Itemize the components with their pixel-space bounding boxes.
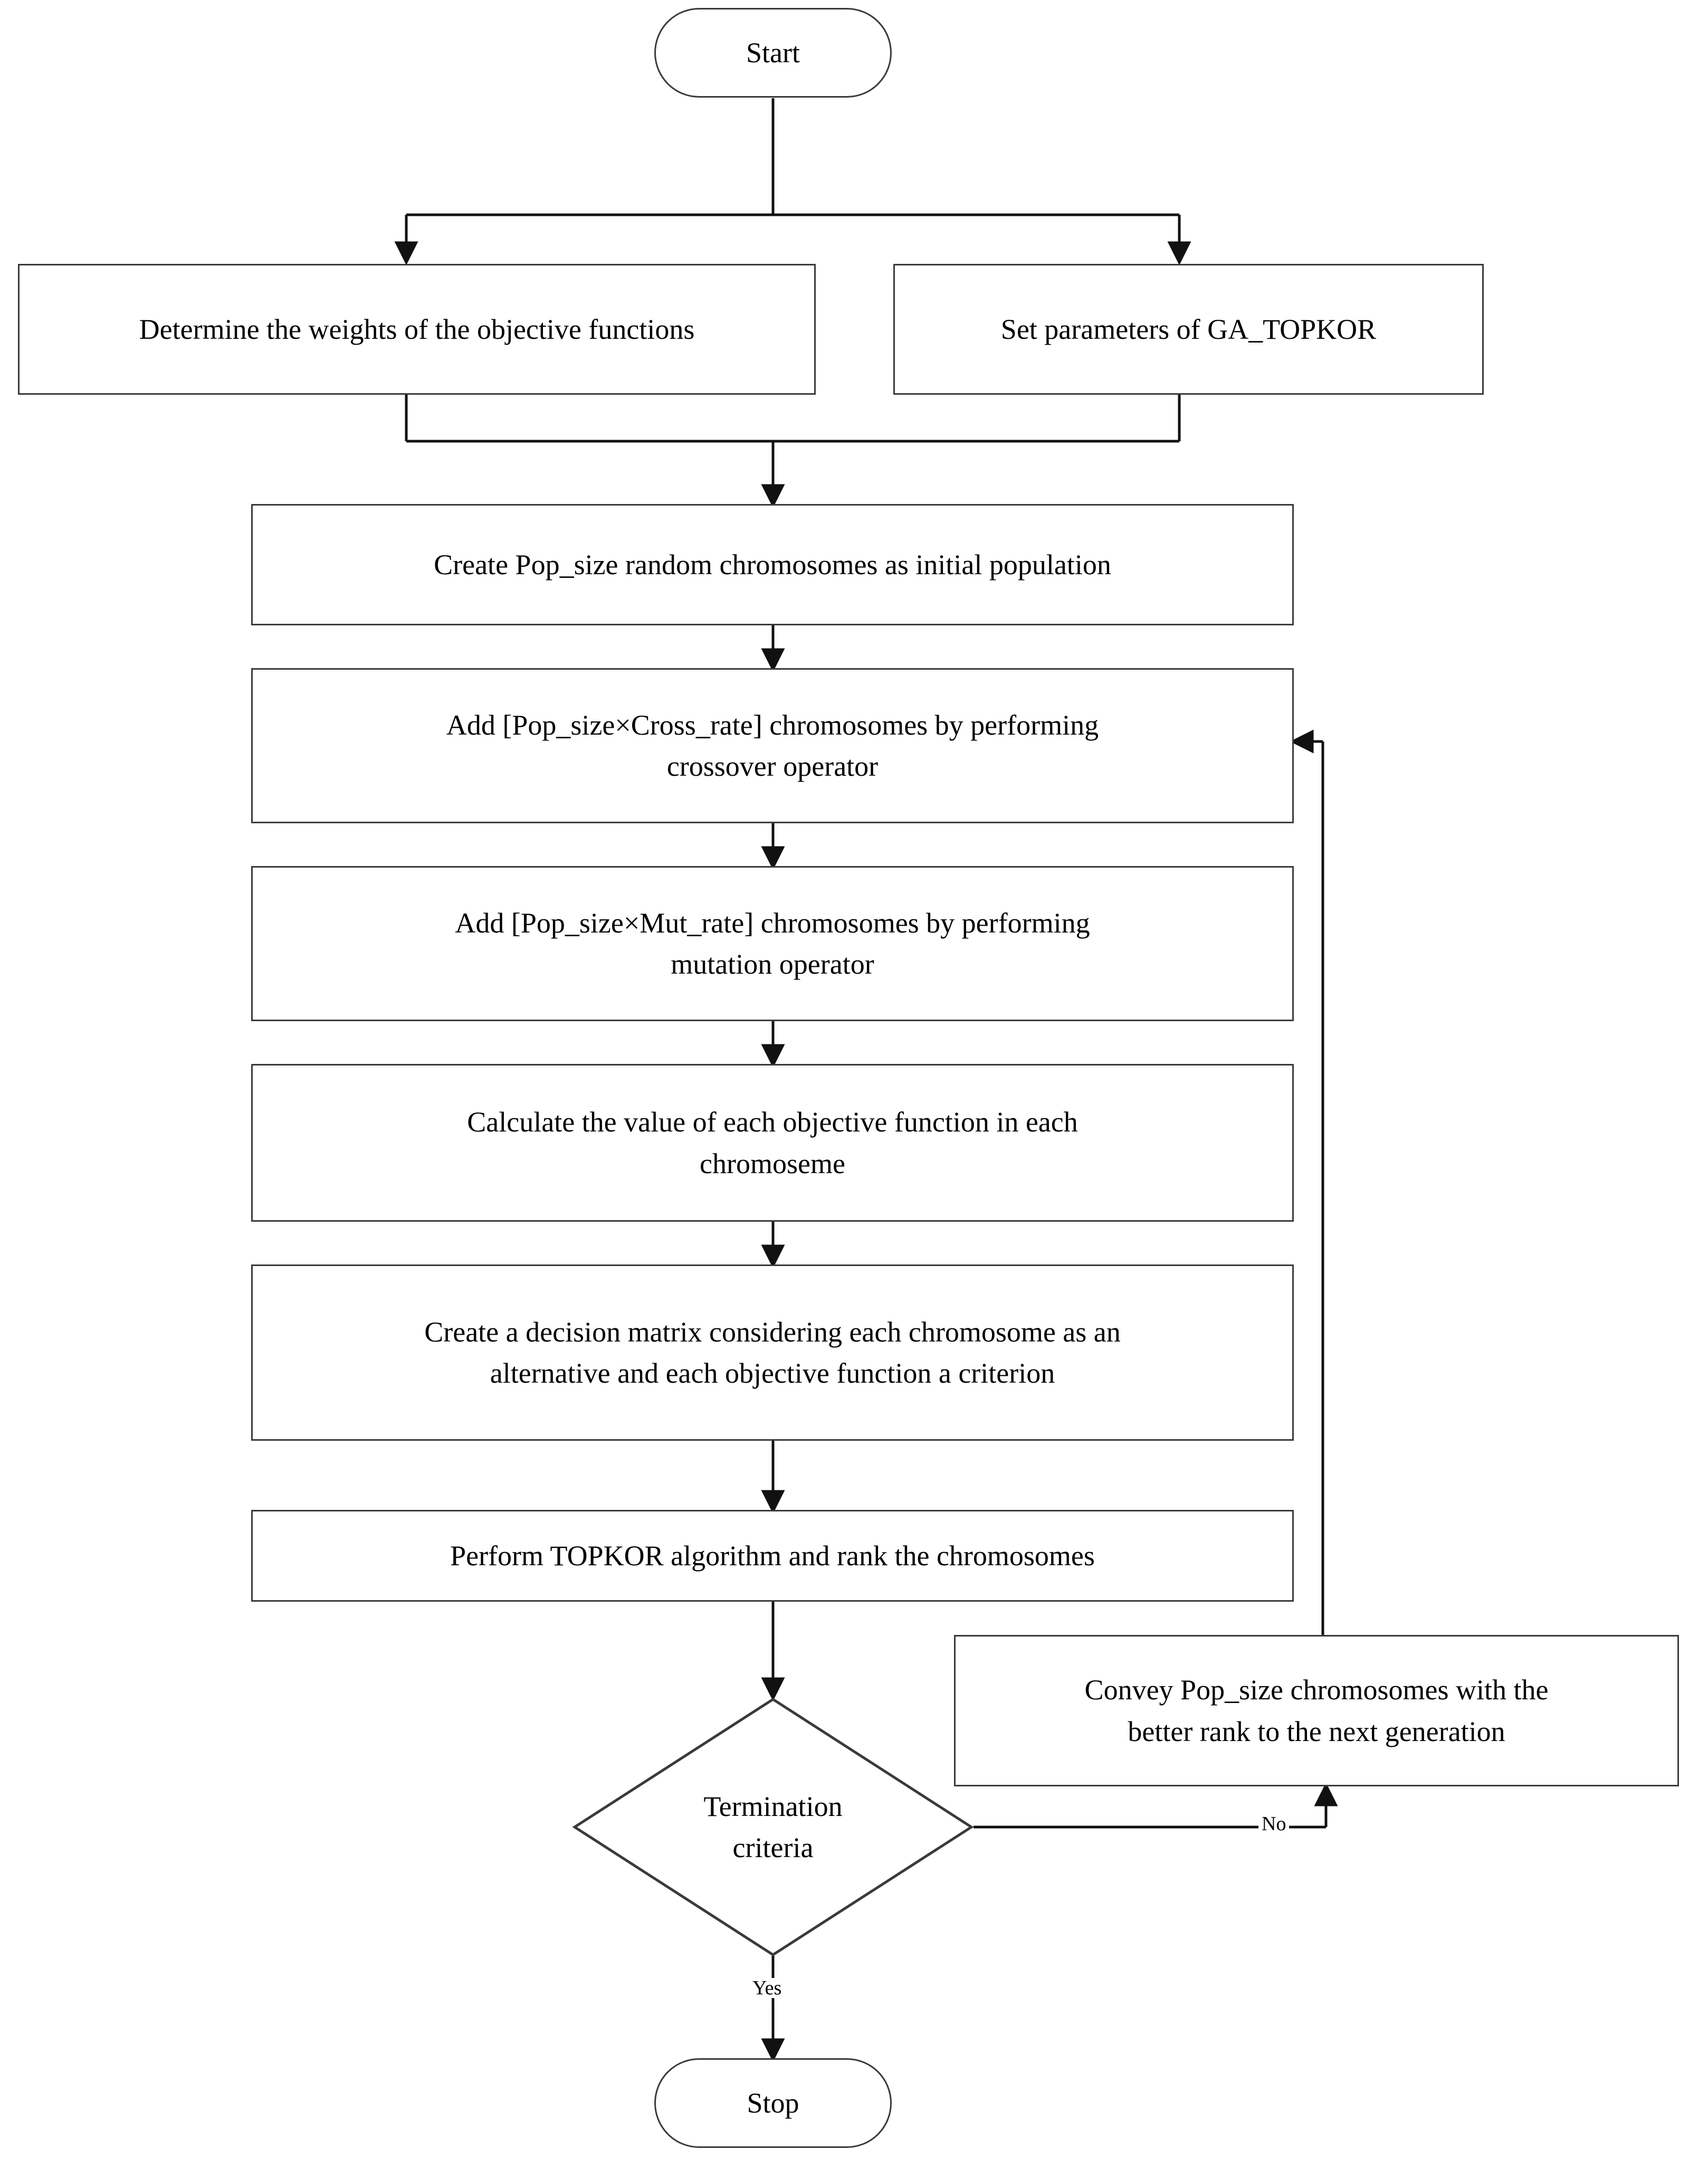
node-calculate-objectives[interactable]: Calculate the value of each objective fu…	[251, 1064, 1294, 1222]
node-crossover-label: Add [Pop_size×Cross_rate] chromosomes by…	[446, 709, 1099, 782]
node-start-label: Start	[746, 36, 800, 69]
node-crossover[interactable]: Add [Pop_size×Cross_rate] chromosomes by…	[251, 668, 1294, 823]
node-mutation-label: Add [Pop_size×Mut_rate] chromosomes by p…	[455, 907, 1090, 980]
node-decision-matrix[interactable]: Create a decision matrix considering eac…	[251, 1264, 1294, 1441]
node-stop[interactable]: Stop	[654, 2058, 892, 2148]
edge-label-no: No	[1258, 1814, 1290, 1834]
node-convey[interactable]: Convey Pop_size chromosomes with the bet…	[954, 1635, 1679, 1786]
node-stop-label: Stop	[747, 2087, 799, 2119]
node-create-population-label: Create Pop_size random chromosomes as in…	[434, 548, 1111, 581]
node-decision-matrix-label: Create a decision matrix considering eac…	[424, 1316, 1121, 1389]
node-termination-criteria-label: Termination criteria	[703, 1790, 843, 1863]
node-start[interactable]: Start	[654, 8, 892, 98]
node-termination-criteria[interactable]: Termination criteria	[572, 1697, 974, 1957]
node-set-parameters[interactable]: Set parameters of GA_TOPKOR	[893, 264, 1484, 395]
node-set-parameters-label: Set parameters of GA_TOPKOR	[1000, 313, 1377, 345]
diamond-shape	[572, 1698, 974, 1956]
edge-label-yes: Yes	[749, 1978, 785, 1998]
node-determine-weights[interactable]: Determine the weights of the objective f…	[18, 264, 816, 395]
node-determine-weights-label: Determine the weights of the objective f…	[139, 313, 695, 345]
node-create-population[interactable]: Create Pop_size random chromosomes as in…	[251, 504, 1294, 625]
node-calculate-objectives-label: Calculate the value of each objective fu…	[467, 1106, 1078, 1180]
node-perform-topkor[interactable]: Perform TOPKOR algorithm and rank the ch…	[251, 1510, 1294, 1602]
node-convey-label: Convey Pop_size chromosomes with the bet…	[1084, 1674, 1549, 1747]
node-perform-topkor-label: Perform TOPKOR algorithm and rank the ch…	[450, 1539, 1095, 1572]
node-mutation[interactable]: Add [Pop_size×Mut_rate] chromosomes by p…	[251, 866, 1294, 1021]
